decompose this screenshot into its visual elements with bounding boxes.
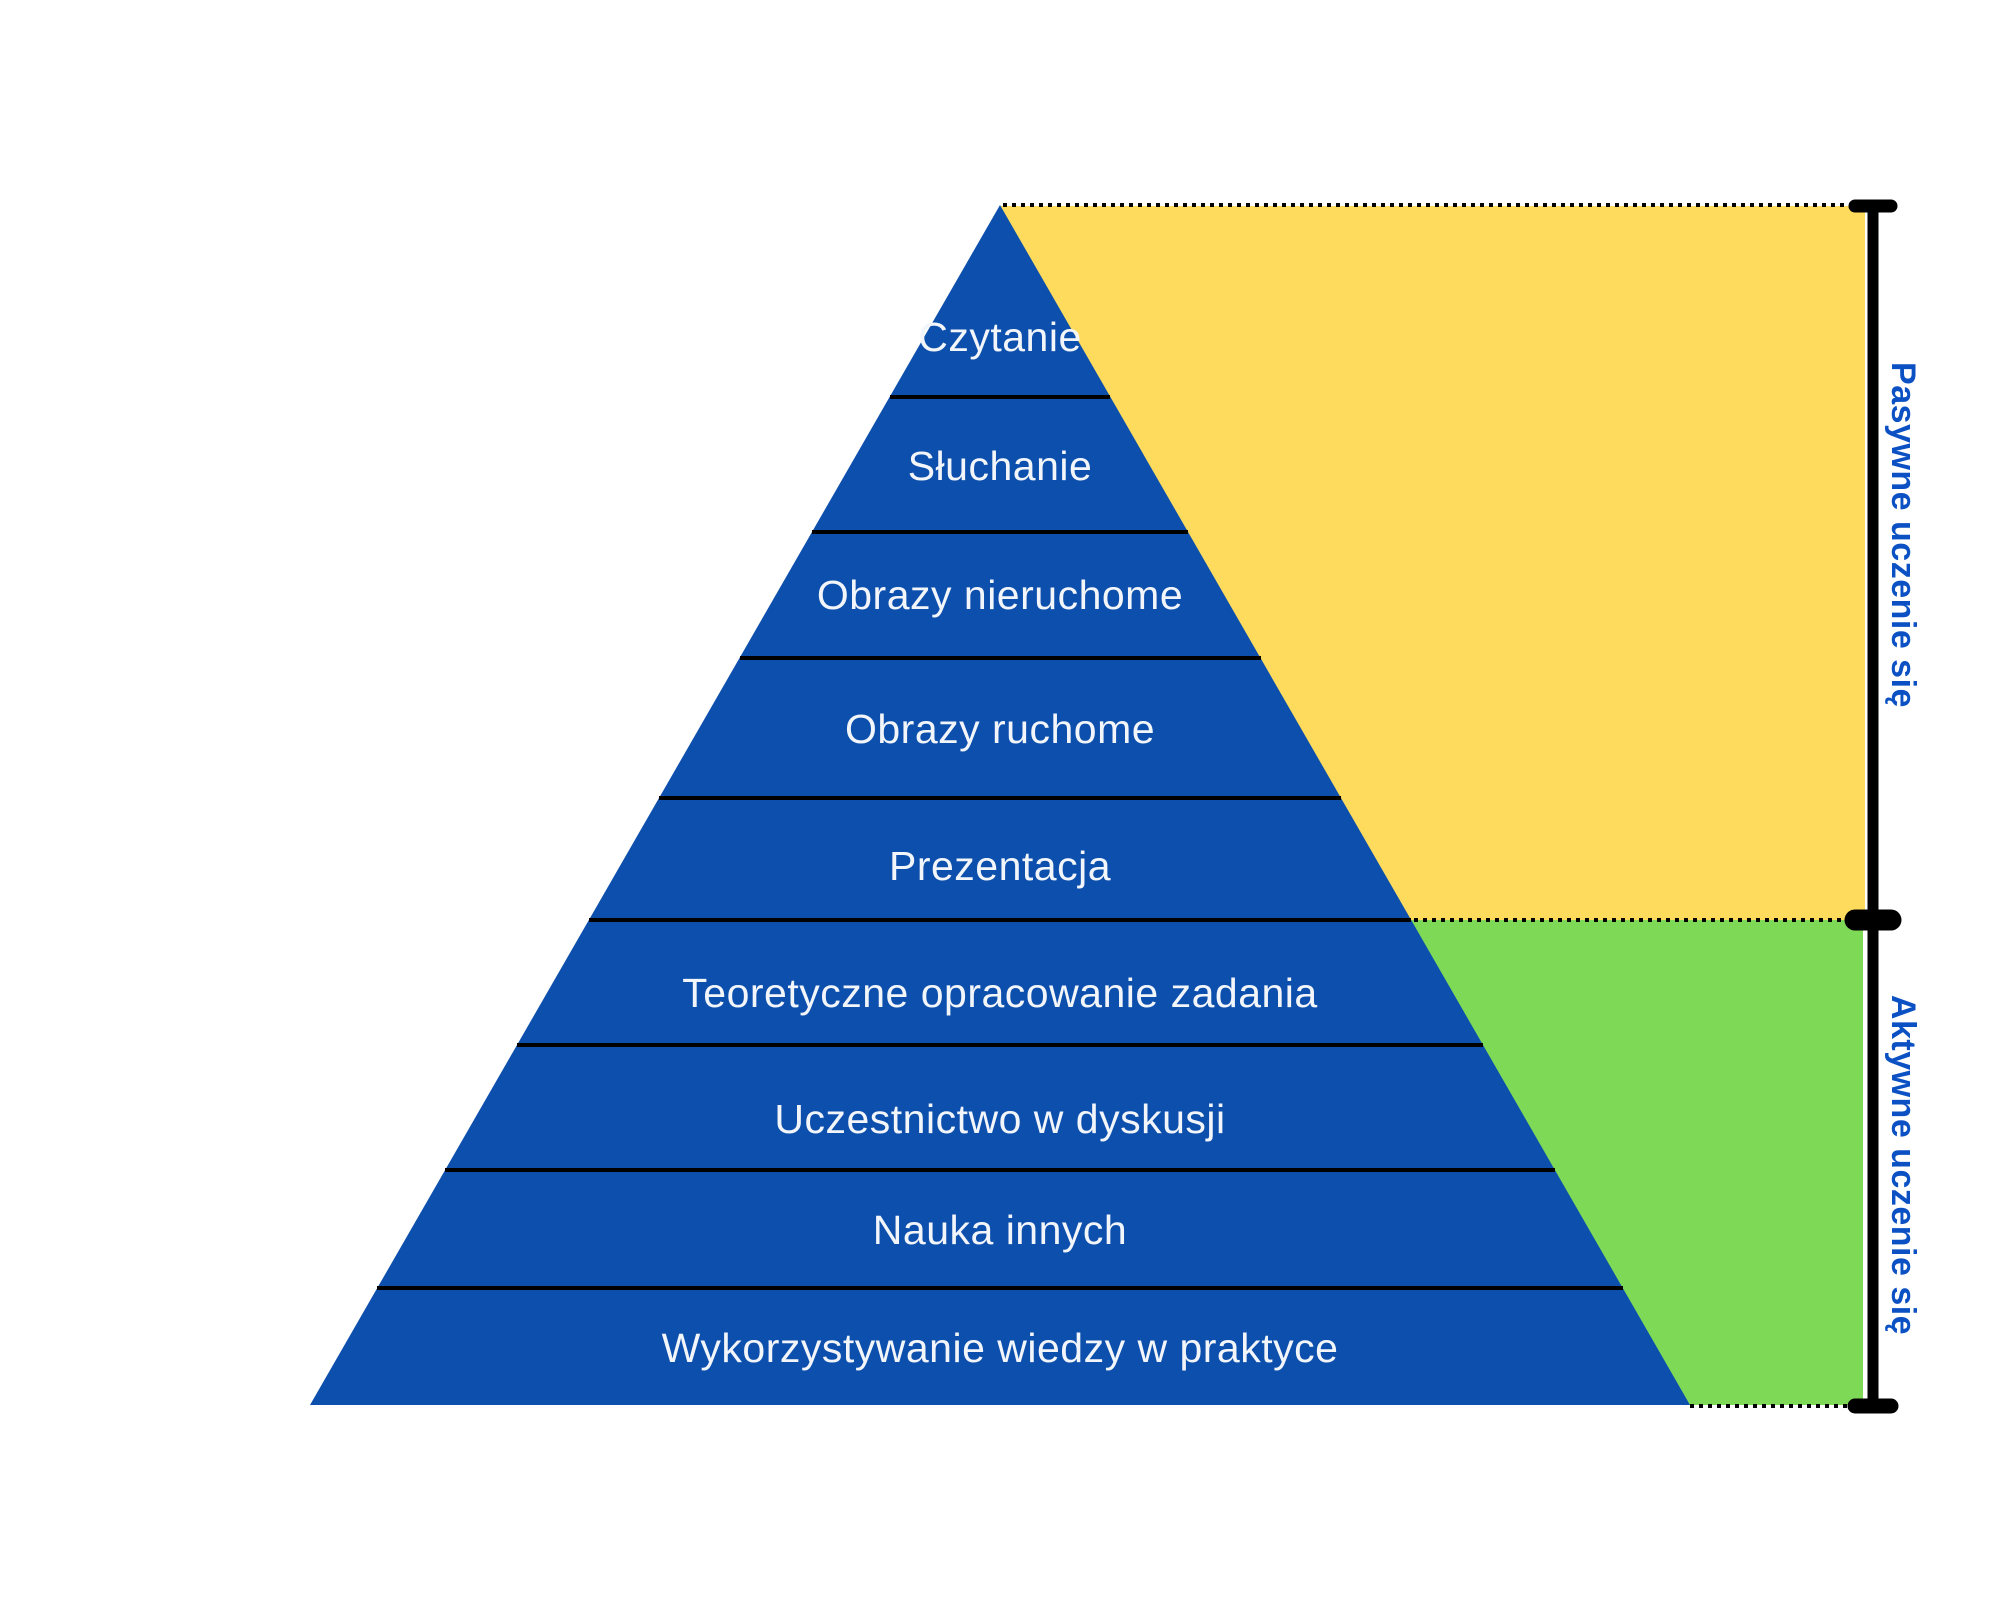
- pyramid-level-label-3: Obrazy nieruchome: [817, 572, 1183, 618]
- pyramid-level-label-4: Obrazy ruchome: [845, 706, 1155, 752]
- passive-learning-label: Pasywne uczenie się: [1884, 362, 1922, 708]
- active-learning-label: Aktywne uczenie się: [1884, 995, 1922, 1335]
- pyramid-level-label-7: Uczestnictwo w dyskusji: [774, 1096, 1225, 1142]
- pyramid-level-label-2: Słuchanie: [908, 443, 1093, 489]
- pyramid-level-label-8: Nauka innych: [873, 1207, 1127, 1253]
- pyramid-level-label-5: Prezentacja: [889, 843, 1111, 889]
- pyramid-level-label-9: Wykorzystywanie wiedzy w praktyce: [662, 1325, 1339, 1371]
- pyramid-level-label-1: Czytanie: [918, 314, 1082, 360]
- pyramid-shape: [310, 205, 1690, 1405]
- pyramid-level-label-6: Teoretyczne opracowanie zadania: [682, 970, 1317, 1016]
